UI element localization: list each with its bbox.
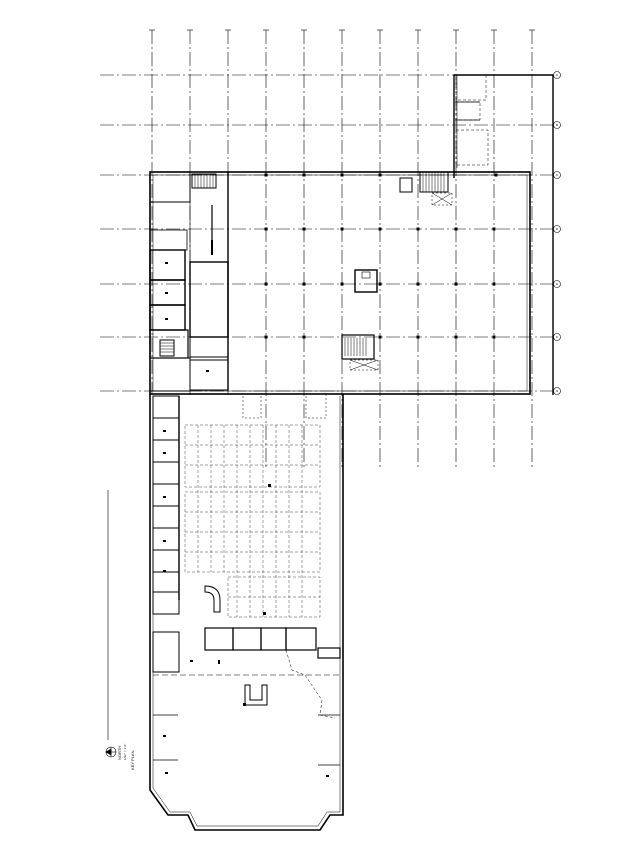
svg-text:F: F [556,335,558,339]
svg-text:B: B [556,123,558,127]
key-plan-label: KEY PLAN [130,750,135,770]
svg-text:E: E [556,282,558,286]
scale-label: 1/32" = 1'-0" [123,744,127,760]
stairs-center [341,334,379,371]
stairs-northwest [191,173,217,189]
column-dots [264,173,498,339]
column-grid-vertical [151,30,533,468]
stairs-west [159,339,175,357]
south-wing-shell [149,393,344,831]
grid-bubble-labels: A B C D E F G [556,73,559,393]
service-counter [204,585,221,613]
south-wing-west-rooms [152,395,180,673]
north-label: NORTH [117,746,122,760]
svg-text:D: D [556,227,559,231]
fixture-symbols [163,262,329,777]
grid-bubbles [553,71,561,395]
upper-building-shell [149,171,531,395]
column-grid-horizontal [100,74,553,392]
south-wing-lower-rooms [153,714,340,766]
svg-text:G: G [556,389,559,393]
svg-text:C: C [556,173,559,177]
reception-desk [244,684,268,706]
south-wing-room-band [153,627,341,676]
svg-text:A: A [556,73,558,77]
dashed-zone-boundary [285,649,336,719]
racking-grid [184,424,321,618]
central-shaft [354,269,378,293]
upper-left-rooms [149,171,229,392]
north-annex [453,74,554,395]
loading-doors [242,393,327,419]
stairs-northeast [399,171,453,206]
north-arrow [105,746,117,758]
